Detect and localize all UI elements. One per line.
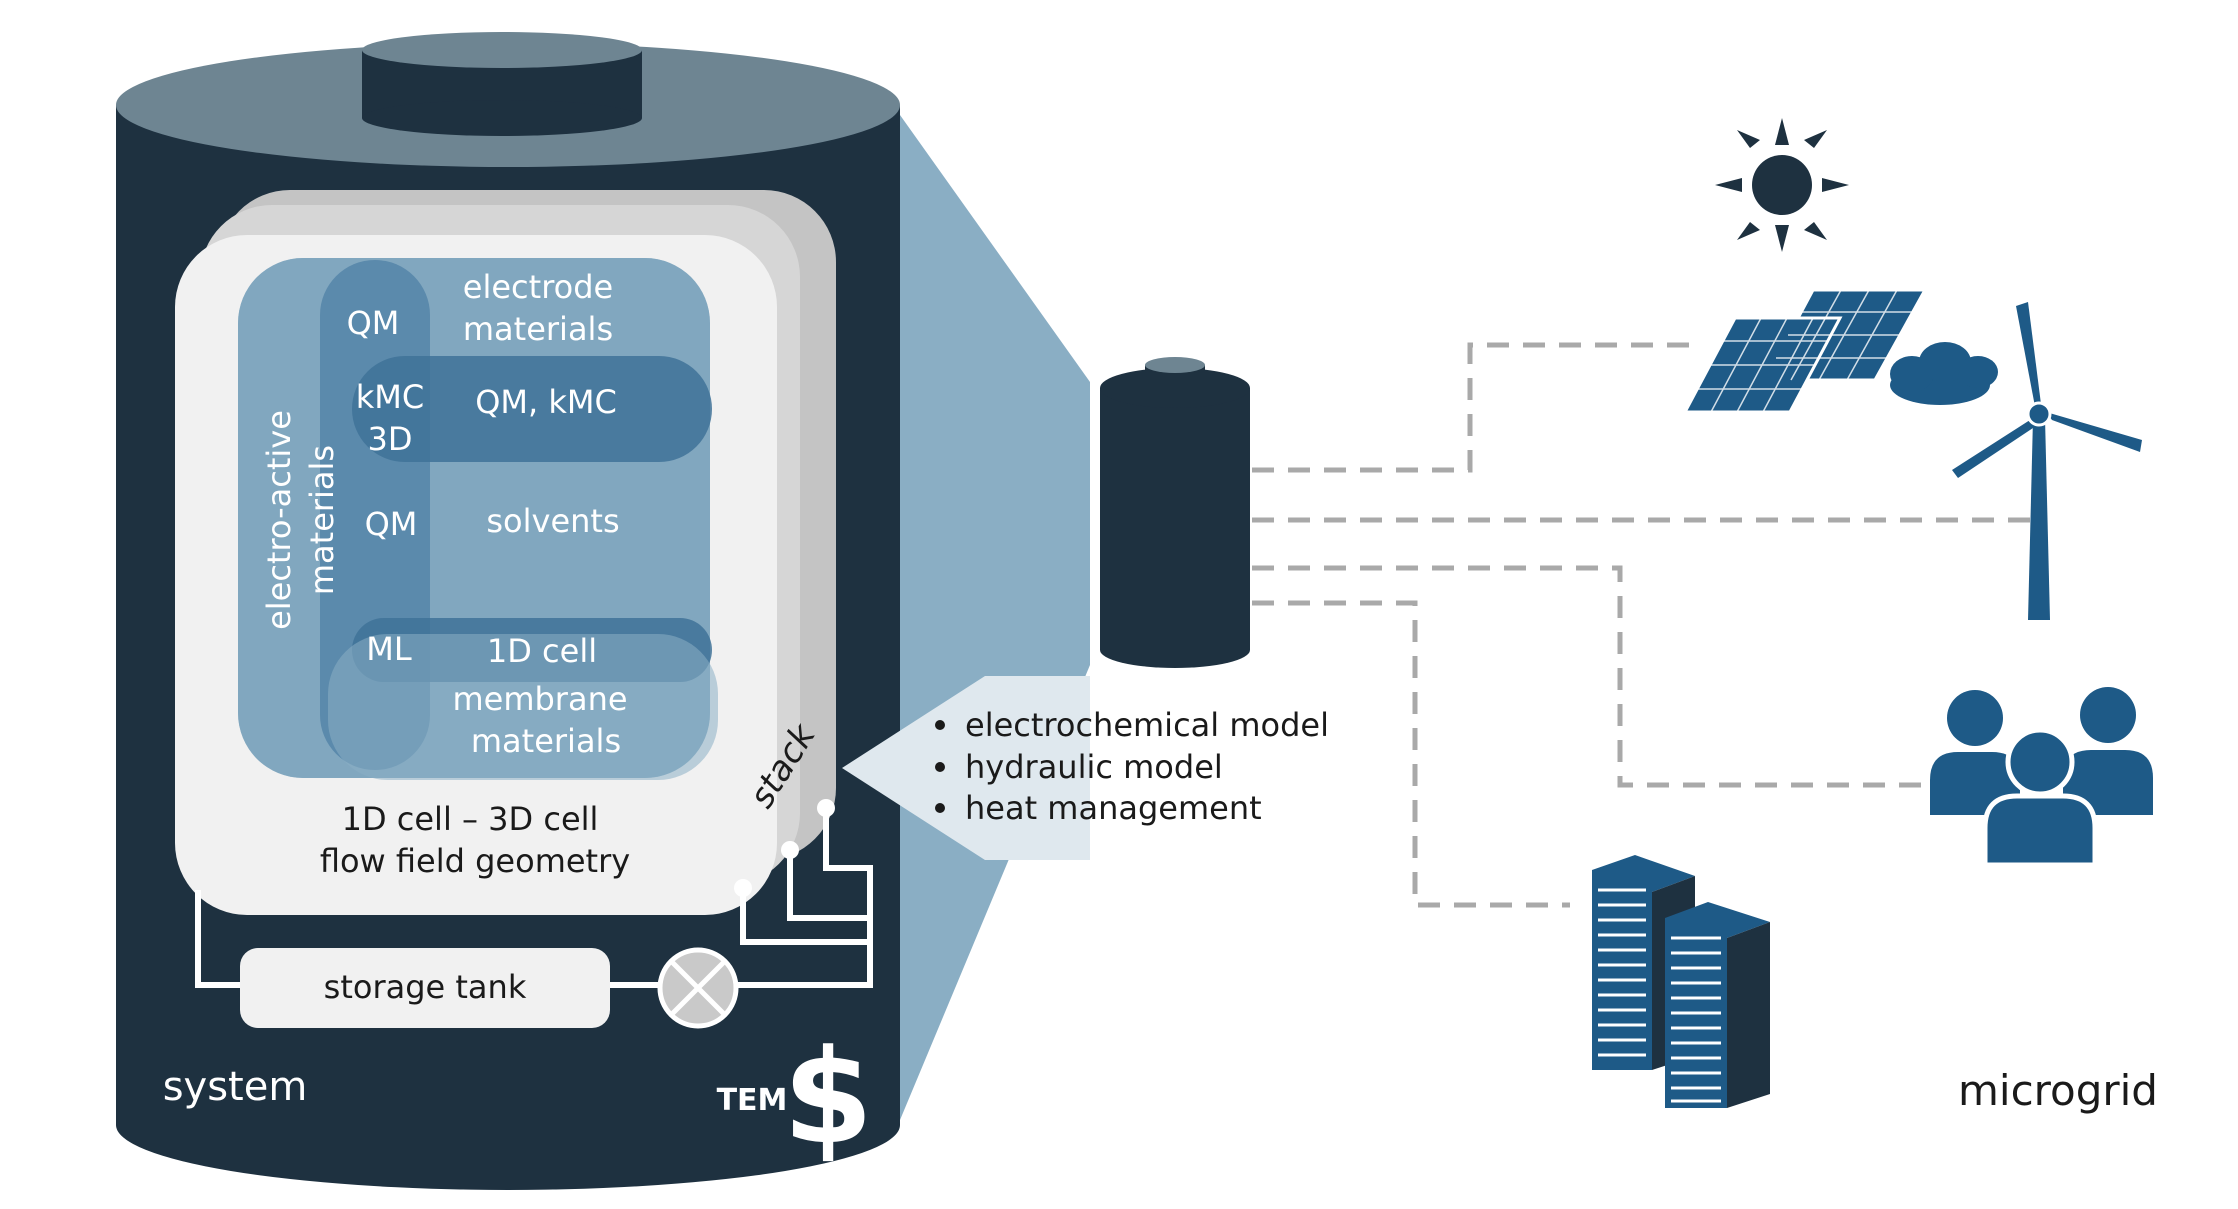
ml-label: ML	[366, 630, 412, 668]
electrode-label-1: electrode	[463, 268, 613, 306]
kmc-label-2: 3D	[368, 420, 413, 458]
cylinder-cap	[362, 32, 642, 136]
kmc-label-1: kMC	[356, 378, 424, 416]
model-list: electrochemical model hydraulic model he…	[935, 706, 1329, 827]
model-callout	[842, 676, 1090, 860]
qm-mid-label: QM	[365, 505, 418, 543]
qm-top-label: QM	[347, 304, 400, 342]
zoom-wedge	[900, 115, 1090, 1120]
buildings-icon	[1592, 855, 1770, 1108]
cell-1d-label: 1D cell	[487, 632, 597, 670]
membrane-label-1: membrane	[452, 680, 627, 718]
dollar-icon: $	[783, 1021, 873, 1173]
model-item: hydraulic model	[965, 748, 1223, 786]
people-icon	[1930, 687, 2153, 868]
cloud-icon	[1890, 342, 1998, 405]
model-item: electrochemical model	[965, 706, 1329, 744]
wind-turbine-icon	[1952, 302, 2142, 620]
microgrid-label: microgrid	[1958, 1066, 2158, 1115]
battery-cell-icon	[1100, 357, 1250, 668]
pipe-joint	[781, 841, 799, 859]
model-zones	[238, 258, 718, 780]
grid-connections	[1252, 342, 2030, 908]
cell-geometry-label-2: flow field geometry	[320, 842, 630, 880]
system-label: system	[163, 1064, 308, 1110]
solar-panel-icon	[1682, 288, 1928, 414]
piping	[195, 808, 873, 988]
storage-tank-label: storage tank	[324, 968, 527, 1006]
pipe-joint	[734, 879, 752, 897]
tem-label: TEM	[717, 1083, 788, 1118]
qm-kmc-label: QM, kMC	[475, 383, 617, 421]
membrane-label-2: materials	[471, 722, 621, 760]
bullet	[935, 720, 945, 730]
cell-geometry-label-1: 1D cell – 3D cell	[342, 800, 599, 838]
bullet	[935, 803, 945, 813]
sun-icon	[1715, 118, 1849, 252]
storage-tank	[240, 948, 610, 1028]
electrode-label-2: materials	[463, 310, 613, 348]
solvents-label: solvents	[486, 502, 619, 540]
pipe-joint	[817, 799, 835, 817]
electro-active-label-1: electro-active	[260, 410, 298, 630]
valve-icon	[657, 947, 739, 1029]
bullet	[935, 762, 945, 772]
electro-active-label-2: materials	[303, 445, 341, 595]
model-item: heat management	[965, 789, 1262, 827]
